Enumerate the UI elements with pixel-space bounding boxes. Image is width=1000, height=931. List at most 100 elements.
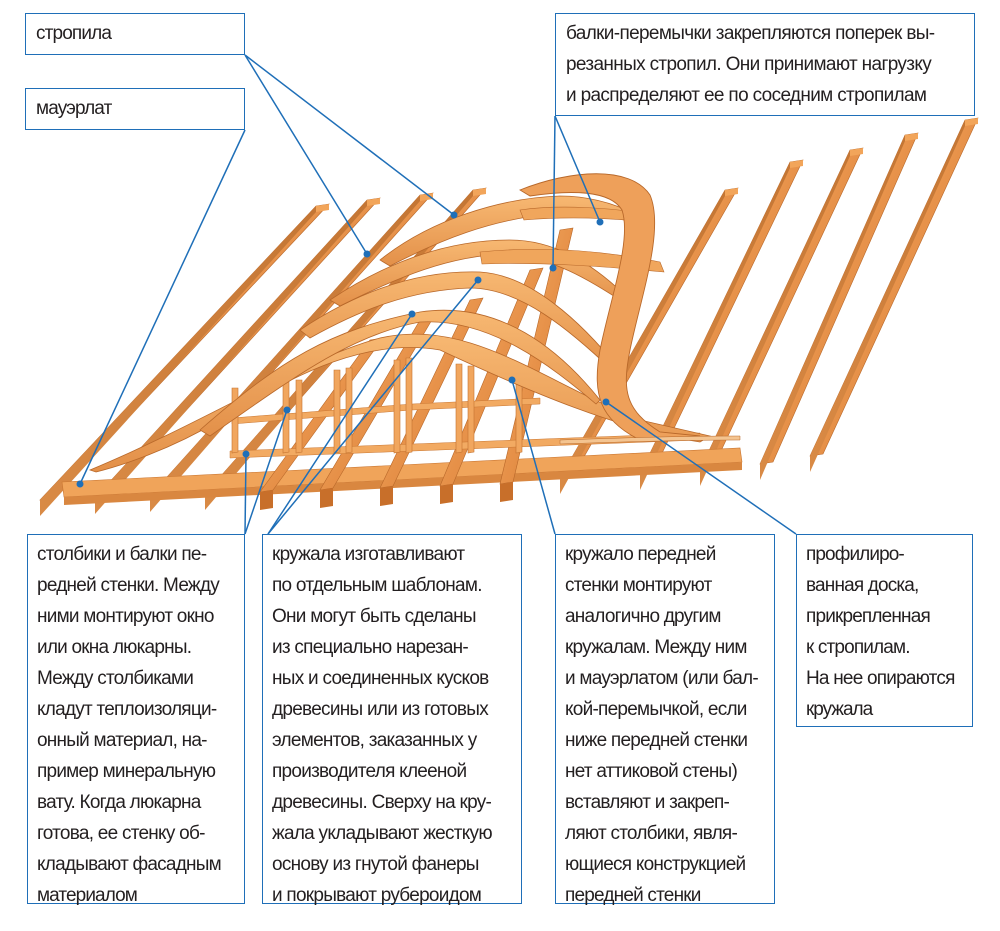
callout-front-wall-posts-line: редней стенки. Между (37, 575, 220, 596)
leader-rafters-2 (244, 54, 455, 216)
callout-crossbeams-line: резанных стропил. Они принимают нагрузку (566, 54, 932, 75)
callout-crossbeams-line: и распределяют ее по соседним стропилам (566, 85, 927, 106)
front-wall-post (295, 379, 303, 454)
rafter-stub-end (320, 488, 333, 508)
leader-mauerlat (79, 129, 246, 485)
rafter-end (420, 193, 433, 201)
callout-front-rib-line: нет аттиковой стены) (565, 761, 738, 782)
callout-ribs-line: по отдельным шаблонам. (272, 575, 483, 596)
leader-ribs-2 (267, 279, 479, 535)
callout-front-wall-posts-line: ними монтируют окно (37, 606, 214, 627)
callout-ribs-line: жала укладывают жесткую (272, 823, 493, 844)
front-wall-post (455, 363, 463, 454)
callout-front-wall-posts-line: вату. Когда люкарна (37, 792, 201, 813)
callout-rafters-text: стропила (36, 23, 112, 44)
leader-crossbeams-2-dot (596, 218, 604, 226)
rafter-end (790, 160, 803, 168)
callout-ribs-line: и покрывают рубероидом (272, 885, 482, 906)
rafter-stub-end (500, 482, 513, 502)
callout-ribs-line: кружала изготавливают (272, 544, 465, 565)
leader-mauerlat-dot (76, 480, 84, 488)
rib-2 (199, 309, 601, 437)
callout-front-rib-line: кружалам. Между ним (565, 637, 747, 658)
front-wall-post (467, 365, 475, 454)
callout-front-rib-line: аналогично другим (565, 606, 721, 627)
front-wall-post (393, 359, 401, 454)
callout-front-rib: кружало передней стенки монтируют аналогич… (555, 534, 775, 906)
leader-front-rib-dot (508, 376, 516, 384)
callout-front-rib-line: ляют столбики, явля- (565, 823, 738, 844)
leader-crossbeams-1-dot (549, 264, 557, 272)
callout-front-wall-posts-line: онный материал, на- (37, 730, 208, 751)
rafter-side (150, 195, 420, 512)
rafter-stub-end (260, 490, 273, 510)
callout-front-wall-posts-line: Между столбиками (37, 668, 194, 689)
callout-profiled-board-line: ванная доска, (806, 575, 919, 596)
front-wall-post (333, 369, 341, 454)
leader-profiled (605, 401, 797, 535)
leader-ribs-1-dot (408, 310, 416, 318)
callout-ribs-line: из специально нарезан- (272, 637, 469, 658)
cut-rafter (439, 267, 544, 487)
leader-posts-1-dot (242, 450, 250, 458)
profiled-board (559, 435, 741, 445)
rafter-end (473, 188, 486, 196)
leader-ribs-2-dot (474, 276, 482, 284)
callout-ribs: кружала изготавливают по отдельным шаблон… (262, 534, 522, 906)
callout-ribs-line: древесины. Сверху на кру- (272, 792, 492, 813)
callout-profiled-board-line: кружала (806, 699, 873, 720)
leader-crossbeams-1 (552, 115, 556, 269)
front-wall-post (231, 387, 239, 454)
callout-front-wall-posts-line: кладут теплоизоляци- (37, 699, 217, 720)
callout-front-wall-posts: столбики и балки пе-редней стенки. Между… (27, 534, 245, 906)
rafter-stub-end (440, 484, 453, 504)
callout-ribs-line: ных и соединенных кусков (272, 668, 489, 689)
callout-profiled-board-line: прикрепленная (806, 606, 931, 627)
leader-rafters-1-dot (363, 250, 371, 258)
crossbeam-1 (479, 248, 665, 273)
ribs-kruzhala (88, 173, 741, 473)
callout-front-rib-line: ющиеся конструкцией (565, 854, 746, 875)
front-wall-post (405, 357, 413, 454)
rafter-end (905, 133, 918, 141)
leader-rafters-1 (244, 54, 368, 255)
leader-posts-1 (244, 453, 247, 535)
callout-front-wall-posts-line: пример минеральную (37, 761, 216, 782)
rafter-side (760, 135, 905, 480)
callout-front-rib-line: передней стенки (565, 885, 701, 906)
rafter-side (810, 120, 965, 472)
callout-mauerlat-text: мауэрлат (36, 98, 112, 119)
callout-front-rib-line: и мауэрлатом (или бал- (565, 668, 759, 689)
callout-front-rib-line: ниже передней стенки (565, 730, 748, 751)
callout-front-wall-posts-line: или окна люкарны. (37, 637, 192, 658)
callout-rafters: стропила (25, 13, 245, 55)
callout-profiled-board-line: профилиро- (806, 544, 905, 565)
leader-posts-2 (244, 409, 288, 535)
callout-ribs-line: основу из гнутой фанеры (272, 854, 479, 875)
callout-front-wall-posts-line: кладывают фасадным (37, 854, 222, 875)
callout-front-wall-posts-line: столбики и балки пе- (37, 544, 207, 565)
rafter-side (560, 190, 725, 494)
rafter-side (40, 206, 316, 516)
callout-crossbeams-line: балки-перемычки закрепляются поперек вы- (566, 23, 935, 44)
rafter-side (95, 200, 367, 514)
callout-profiled-board-line: На нее опираются (806, 668, 955, 689)
callout-ribs-line: древесины или из готовых (272, 699, 489, 720)
callout-front-rib-line: кружало передней (565, 544, 716, 565)
callout-mauerlat: мауэрлат (25, 88, 245, 130)
rafter-side (640, 162, 790, 490)
rafter-end (725, 188, 738, 196)
leader-rafters-2-dot (450, 211, 458, 219)
leader-posts-2-dot (283, 406, 291, 414)
callout-front-rib-line: кой-перемычкой, если (565, 699, 747, 720)
callout-front-rib-line: стенки монтируют (565, 575, 712, 596)
callout-ribs-line: производителя клееной (272, 761, 467, 782)
front-rib (518, 173, 701, 441)
leader-lines (76, 54, 797, 535)
rafter-stub-end (380, 486, 393, 506)
rafter-end (850, 148, 863, 156)
callout-front-wall-posts-line: материалом (37, 885, 138, 906)
leader-ribs-1 (267, 313, 413, 535)
